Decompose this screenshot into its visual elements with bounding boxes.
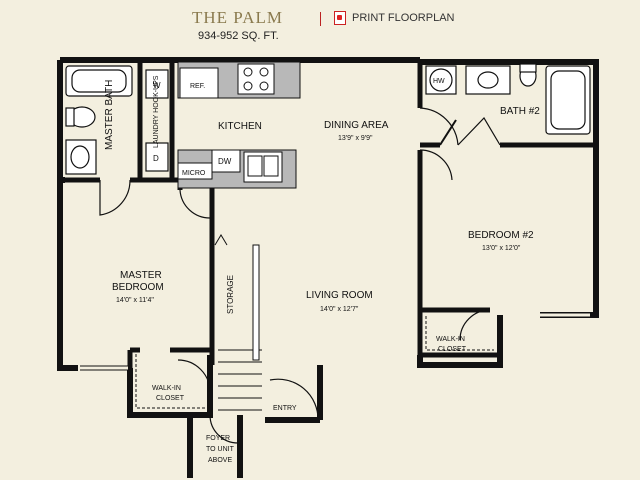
label-dishwasher: DW — [218, 157, 232, 166]
label-walkin2-1: WALK-IN — [436, 336, 465, 343]
label-dining-area: DINING AREA — [324, 120, 389, 131]
windows — [80, 313, 590, 370]
floorplan-diagram: MASTER BATH LAUNDRY HOOK-UPS W D REF. KI… — [57, 57, 599, 478]
label-bath2: BATH #2 — [500, 106, 540, 117]
pdf-icon — [334, 11, 346, 25]
plan-title: THE PALM — [192, 8, 283, 27]
label-microwave: MICRO — [182, 170, 206, 177]
label-dining-size: 13'9" x 9'9" — [338, 135, 373, 142]
header: THE PALM 934-952 SQ. FT. PRINT FLOORPLAN — [0, 0, 640, 50]
label-foyer-2: TO UNIT — [206, 446, 235, 453]
label-master-bath: MASTER BATH — [104, 80, 115, 150]
label-entry: ENTRY — [273, 405, 297, 412]
master-bath-fixtures — [65, 65, 133, 175]
label-refrigerator: REF. — [190, 83, 205, 90]
label-walkin-2: CLOSET — [156, 395, 185, 402]
label-walkin-1: WALK-IN — [152, 385, 181, 392]
kitchen-counters — [177, 61, 301, 189]
laundry-fixtures — [145, 69, 169, 172]
label-master-bedroom-2: BEDROOM — [112, 282, 164, 293]
label-foyer-1: FOYER — [206, 435, 230, 442]
label-bedroom2-size: 13'0" x 12'0" — [482, 245, 521, 252]
label-washer: W — [153, 81, 161, 90]
label-dryer: D — [153, 154, 159, 163]
label-bedroom2: BEDROOM #2 — [468, 230, 534, 241]
bath2-fixtures — [425, 63, 591, 135]
square-footage: 934-952 SQ. FT. — [198, 30, 279, 42]
print-floorplan-label: PRINT FLOORPLAN — [352, 12, 455, 24]
label-walkin2-2: CLOSET — [438, 346, 467, 353]
label-foyer-3: ABOVE — [208, 457, 232, 464]
room-labels: MASTER BATH LAUNDRY HOOK-UPS W D REF. KI… — [104, 75, 540, 464]
interior-walls — [62, 62, 596, 368]
exterior-walls — [57, 57, 599, 478]
closet-shelves — [135, 316, 494, 409]
door-swings — [99, 107, 501, 444]
label-water-heater: HW — [433, 78, 445, 85]
label-master-bedroom-size: 14'0" x 11'4" — [116, 297, 154, 304]
label-kitchen: KITCHEN — [218, 121, 262, 132]
label-living-room: LIVING ROOM — [306, 290, 373, 301]
label-laundry: LAUNDRY HOOK-UPS — [153, 75, 160, 148]
print-floorplan-link[interactable]: PRINT FLOORPLAN — [334, 11, 455, 25]
label-storage: STORAGE — [226, 275, 235, 314]
label-master-bedroom-1: MASTER — [120, 270, 162, 281]
stairs — [214, 234, 262, 411]
divider — [320, 12, 321, 26]
label-living-room-size: 14'0" x 12'7" — [320, 306, 359, 313]
